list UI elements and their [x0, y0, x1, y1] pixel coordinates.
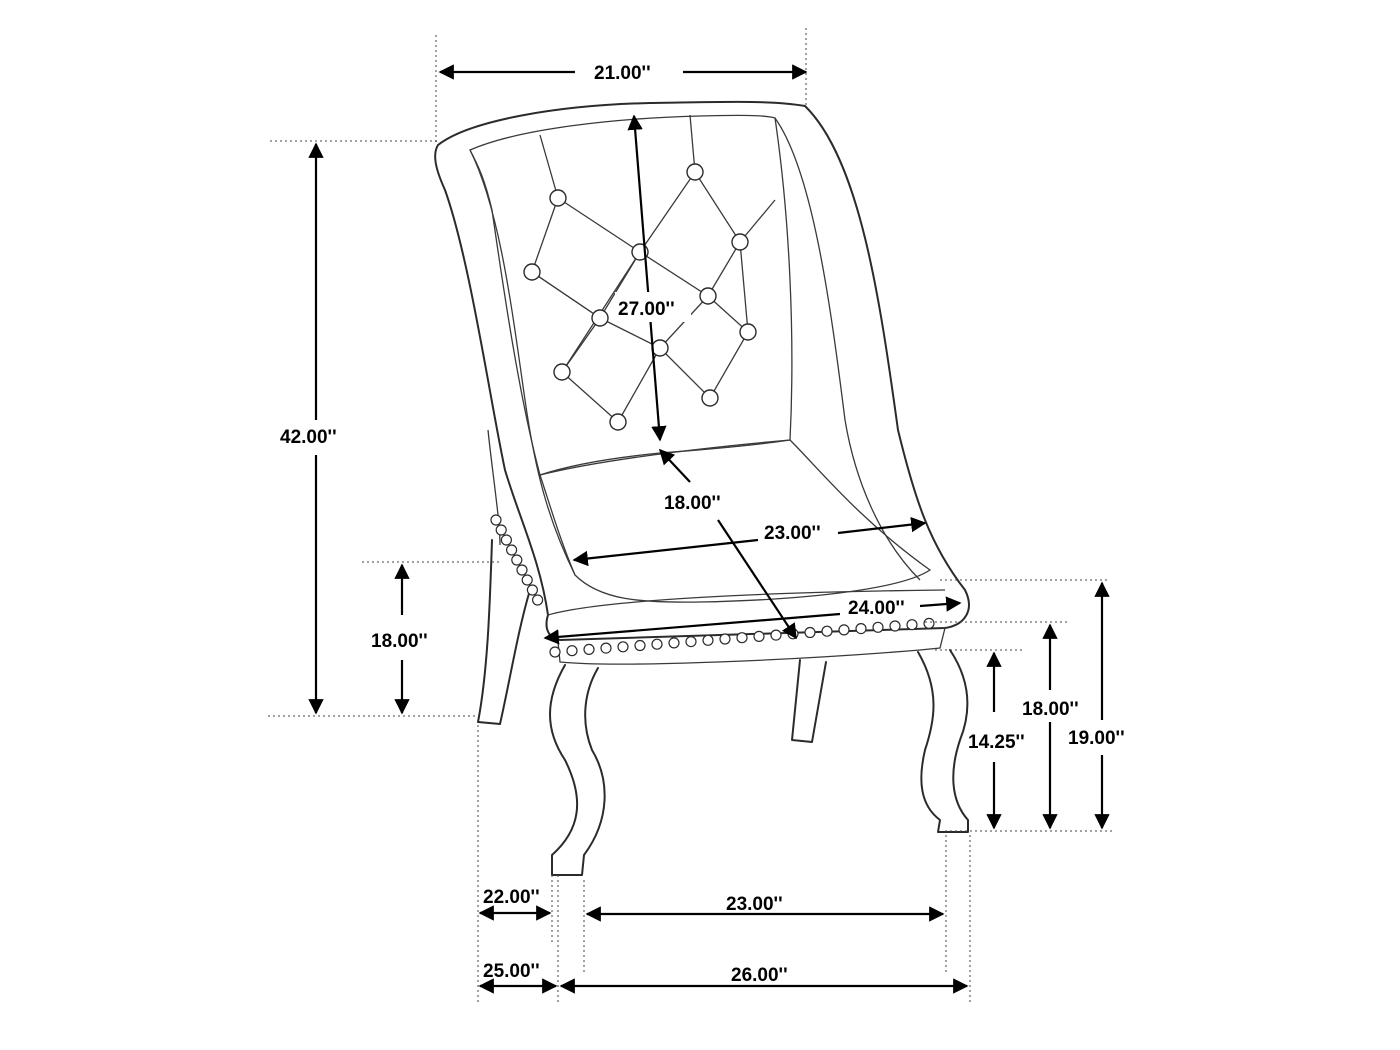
tufting	[523, 114, 776, 431]
chair-seat	[539, 439, 932, 603]
nailhead	[770, 629, 782, 641]
nailhead	[685, 635, 697, 648]
chair-apron	[557, 627, 946, 665]
seat-depth-arrow-up	[658, 448, 691, 483]
chair-drawing	[434, 100, 970, 876]
back-right-leg	[791, 659, 827, 743]
tufting-button	[686, 163, 704, 181]
nailhead	[923, 617, 935, 630]
tufting-button	[731, 233, 749, 251]
label-arm-height: 18.00''	[371, 631, 428, 652]
nailhead	[549, 646, 561, 658]
nailhead	[651, 638, 663, 650]
label-overall-height: 42.00''	[280, 427, 337, 448]
inner-width-arrow-right	[837, 516, 927, 535]
inner-width-arrow-left	[572, 538, 759, 567]
nailhead	[617, 641, 629, 653]
tufting-button	[609, 413, 627, 431]
guide-lines	[268, 28, 1112, 1003]
front-width-arrow-left	[543, 612, 841, 645]
nailhead	[490, 514, 502, 526]
label-apron-height: 14.25''	[968, 732, 1025, 753]
back-height-arrow	[627, 114, 667, 442]
nailhead	[511, 554, 523, 566]
nailhead	[634, 639, 646, 652]
chair-back-panel	[469, 114, 793, 476]
nailhead	[872, 621, 884, 633]
nailhead	[500, 534, 512, 546]
nailhead	[821, 625, 833, 637]
nailhead-trim	[490, 514, 935, 658]
nailhead	[736, 632, 748, 644]
tufting-button	[591, 309, 609, 327]
label-front-seat-width: 24.00''	[848, 598, 905, 619]
nailhead	[526, 584, 539, 596]
label-top-width: 21.00''	[594, 63, 651, 84]
tufting-button	[701, 389, 719, 407]
nailhead	[702, 634, 714, 646]
label-base-width: 23.00''	[726, 894, 783, 915]
nailhead	[804, 626, 816, 639]
nailhead	[838, 624, 850, 636]
nailhead	[719, 633, 731, 645]
nailhead	[906, 619, 918, 631]
tufting-button	[523, 263, 541, 281]
label-inner-seat-width: 23.00''	[764, 523, 821, 544]
tufting-button	[651, 339, 669, 357]
nailhead	[495, 524, 507, 536]
chair-back-outline	[434, 100, 970, 641]
label-overall-width: 26.00''	[731, 965, 788, 986]
nailhead	[583, 643, 595, 656]
tufting-button	[553, 363, 571, 381]
nailhead	[855, 622, 867, 635]
front-width-arrow-right	[919, 596, 962, 612]
label-depth-small: 22.00''	[483, 887, 540, 908]
nailhead	[531, 594, 544, 606]
nailhead	[506, 544, 518, 556]
nailhead	[889, 620, 901, 632]
dimension-arrows	[308, 64, 1110, 994]
label-seat-depth: 18.00''	[664, 493, 721, 514]
tufting-button	[549, 189, 567, 207]
label-front-height: 19.00''	[1068, 728, 1125, 749]
nailhead	[521, 574, 533, 586]
nailhead	[516, 564, 528, 576]
nailhead	[566, 645, 578, 657]
nailhead	[753, 630, 765, 643]
label-seat-height: 18.00''	[1022, 699, 1079, 720]
tufting-button	[699, 287, 717, 305]
front-left-leg	[549, 664, 606, 876]
nailhead	[600, 642, 612, 654]
label-back-height: 27.00''	[618, 299, 675, 320]
front-right-leg	[917, 649, 969, 833]
back-left-leg	[477, 539, 531, 725]
tufting-button	[739, 323, 757, 341]
dimension-labels: 21.00'' 42.00'' 27.00'' 18.00'' 23.00'' …	[280, 63, 1125, 986]
label-depth-large: 25.00''	[483, 961, 540, 982]
nailhead	[668, 637, 680, 649]
